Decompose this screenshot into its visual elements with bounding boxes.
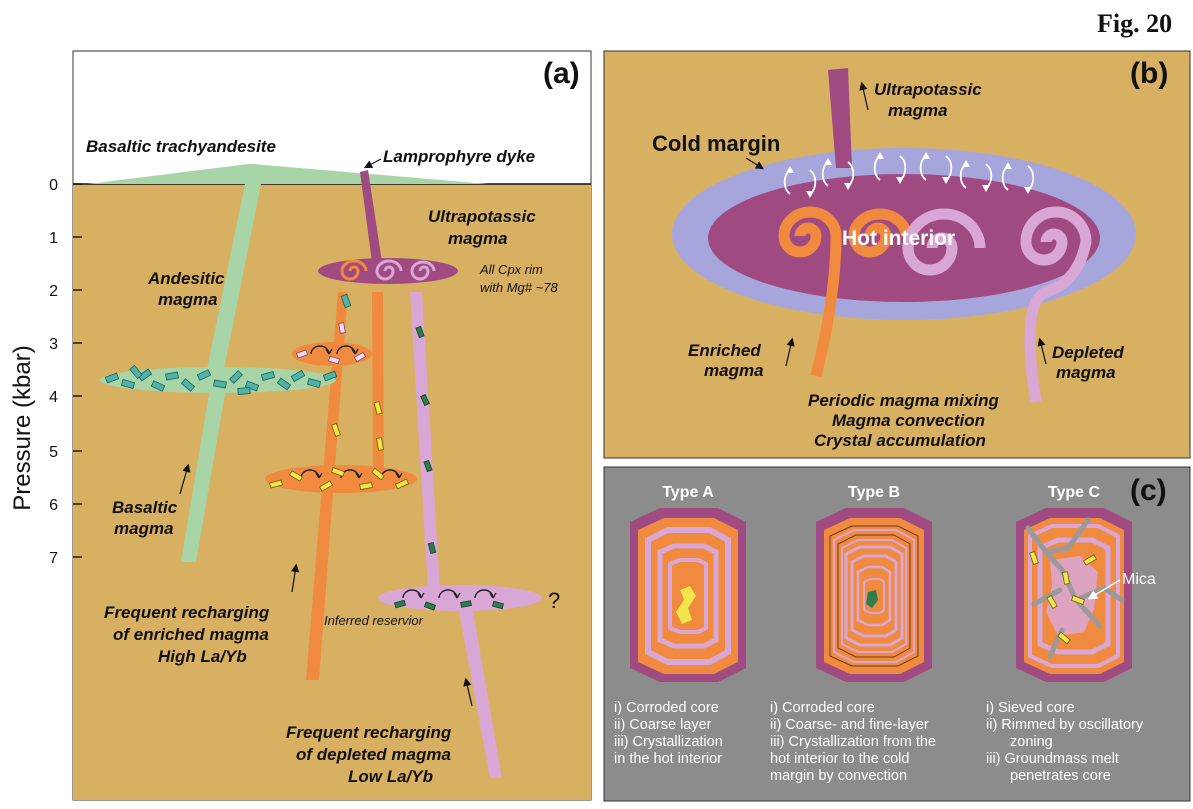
depleted-conduit-lower bbox=[458, 606, 502, 778]
label-process-3: Crystal accumulation bbox=[814, 431, 986, 450]
type-b-desc: iii) Crystallization from the bbox=[770, 734, 936, 750]
figure-label: Fig. 20 bbox=[1097, 9, 1172, 38]
label-enriched-b-1: Enriched bbox=[688, 341, 761, 360]
type-a-desc: ii) Coarse layer bbox=[614, 717, 712, 733]
panel-a: 0 1 2 3 4 5 6 7 Pressure (kbar) (a) Basa… bbox=[9, 50, 592, 801]
label-enriched-3: High La/Yb bbox=[158, 647, 247, 666]
type-c-desc: penetrates core bbox=[1010, 768, 1111, 784]
label-process-2: Magma convection bbox=[832, 411, 985, 430]
label-enriched-2: of enriched magma bbox=[113, 625, 269, 644]
lower-orange-chamber bbox=[265, 465, 417, 493]
y-tick: 4 bbox=[49, 389, 58, 406]
enriched-conduit-2 bbox=[372, 292, 384, 476]
y-axis-label: Pressure (kbar) bbox=[9, 345, 36, 510]
panel-a-letter: (a) bbox=[543, 57, 580, 90]
label-basaltic-1: Basaltic bbox=[112, 498, 178, 517]
type-b-desc: i) Corroded core bbox=[770, 700, 875, 716]
crystal-type-a bbox=[630, 508, 746, 682]
label-ultrapotassic-2: magma bbox=[448, 229, 508, 248]
crystal-type-b bbox=[816, 508, 932, 682]
label-depleted-1: Frequent recharging bbox=[286, 723, 452, 742]
type-b-desc: ii) Coarse- and fine-layer bbox=[770, 717, 929, 733]
y-tick: 5 bbox=[49, 444, 58, 461]
panel-c: (c) bbox=[603, 466, 1191, 802]
type-b-desc: margin by convection bbox=[770, 768, 907, 784]
label-ultrapotassic-b-1: Ultrapotassic bbox=[874, 80, 982, 99]
type-c-title: Type C bbox=[1048, 484, 1101, 501]
label-enriched-1: Frequent recharging bbox=[104, 603, 270, 622]
type-b-title: Type B bbox=[848, 484, 900, 501]
y-tick: 3 bbox=[49, 336, 58, 353]
lamprophyre-dyke bbox=[360, 170, 382, 262]
y-tick: 2 bbox=[49, 283, 58, 300]
type-a-desc: i) Corroded core bbox=[614, 700, 719, 716]
basaltic-conduit bbox=[181, 388, 226, 562]
label-depleted-3: Low La/Yb bbox=[348, 767, 433, 786]
type-a-title: Type A bbox=[662, 484, 714, 501]
label-lamprophyre-dyke: Lamprophyre dyke bbox=[383, 147, 535, 166]
type-c-desc: iii) Groundmass melt bbox=[986, 751, 1119, 767]
ultrapotassic-feeder bbox=[828, 68, 852, 168]
y-tick: 0 bbox=[49, 177, 58, 194]
label-andesitic-2: magma bbox=[158, 290, 218, 309]
label-ultrapotassic-1: Ultrapotassic bbox=[428, 207, 536, 226]
type-c-desc: zoning bbox=[1010, 734, 1053, 750]
andesitic-conduit bbox=[206, 184, 261, 374]
label-cpx-rim-2: with Mg# ~78 bbox=[480, 280, 558, 295]
label-enriched-b-2: magma bbox=[704, 361, 764, 380]
type-c-desc: i) Sieved core bbox=[986, 700, 1075, 716]
y-tick: 1 bbox=[49, 230, 58, 247]
type-a-desc: iii) Crystallization bbox=[614, 734, 723, 750]
ultrapotassic-spirals bbox=[340, 259, 436, 281]
label-depleted-2: of depleted magma bbox=[296, 745, 451, 764]
depleted-conduit bbox=[410, 292, 440, 590]
type-b-desc: hot interior to the cold bbox=[770, 751, 909, 767]
label-basaltic-2: magma bbox=[114, 519, 174, 538]
volcano-trachyandesite bbox=[88, 164, 488, 184]
type-a-desc: in the hot interior bbox=[614, 751, 722, 767]
crystal-type-c bbox=[1016, 508, 1132, 682]
label-cpx-rim-1: All Cpx rim bbox=[479, 262, 543, 277]
label-basaltic-trachyandesite: Basaltic trachyandesite bbox=[86, 137, 276, 156]
label-andesitic-1: Andesitic bbox=[147, 269, 225, 288]
label-inferred-reservoir: Inferred reservior bbox=[324, 613, 424, 628]
panel-c-letter: (c) bbox=[1130, 474, 1167, 507]
label-hot-interior: Hot interior bbox=[842, 227, 955, 250]
y-tick: 6 bbox=[49, 497, 58, 514]
y-axis: 0 1 2 3 4 5 6 7 Pressure (kbar) bbox=[9, 177, 82, 567]
label-ultrapotassic-b-2: magma bbox=[888, 101, 948, 120]
mixing-spirals bbox=[778, 206, 1092, 403]
label-depleted-b-1: Depleted bbox=[1052, 343, 1124, 362]
label-mica: Mica bbox=[1122, 571, 1156, 588]
panel-b: (b) Ultrapotassic magma Cold margin Hot … bbox=[603, 50, 1191, 459]
type-c-desc: ii) Rimmed by oscillatory bbox=[986, 717, 1144, 733]
label-question-mark: ? bbox=[548, 588, 560, 613]
y-tick: 7 bbox=[49, 550, 58, 567]
label-process-1: Periodic magma mixing bbox=[808, 391, 999, 410]
label-cold-margin: Cold margin bbox=[652, 131, 780, 156]
label-depleted-b-2: magma bbox=[1056, 363, 1116, 382]
panel-b-letter: (b) bbox=[1130, 57, 1168, 90]
